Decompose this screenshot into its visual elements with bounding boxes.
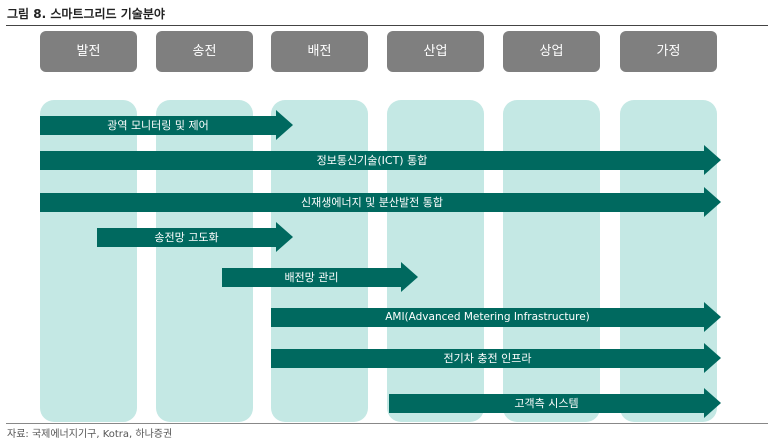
- column-header-6: 가정: [620, 31, 717, 72]
- flow-label-8: 고객측 시스템: [514, 397, 579, 410]
- column-header-1: 발전: [40, 31, 137, 72]
- flow-arrow-3: 신재생에너지 및 분산발전 통합: [40, 187, 721, 218]
- flow-label-1: 광역 모니터링 및 제어: [107, 119, 209, 132]
- column-header-4: 산업: [387, 31, 484, 72]
- column-header-2: 송전: [156, 31, 253, 72]
- flow-label-4: 송전망 고도화: [154, 231, 219, 244]
- flow-label-3: 신재생에너지 및 분산발전 통합: [300, 196, 444, 209]
- flow-arrow-4: 송전망 고도화: [97, 222, 293, 253]
- flow-arrow-6: AMI(Advanced Metering Infrastructure): [271, 302, 721, 333]
- flow-arrow-2: 정보통신기술(ICT) 통합: [40, 145, 721, 176]
- flow-label-5: 배전망 관리: [284, 271, 339, 284]
- title-divider: [6, 25, 768, 26]
- flow-label-6: AMI(Advanced Metering Infrastructure): [385, 311, 590, 323]
- flow-arrow-7: 전기차 충전 인프라: [271, 343, 721, 374]
- figure-title: 그림 8. 스마트그리드 기술분야: [7, 7, 165, 21]
- source-divider: [6, 423, 768, 424]
- source-note: 자료: 국제에너지기구, Kotra, 하나증권: [7, 429, 173, 440]
- flow-arrow-1: 광역 모니터링 및 제어: [40, 110, 293, 141]
- flow-label-7: 전기차 충전 인프라: [443, 352, 532, 365]
- flow-arrow-5: 배전망 관리: [222, 262, 418, 293]
- column-header-3: 배전: [271, 31, 368, 72]
- flow-label-2: 정보통신기술(ICT) 통합: [316, 154, 428, 167]
- flow-arrow-8: 고객측 시스템: [389, 388, 721, 419]
- column-header-5: 상업: [503, 31, 600, 72]
